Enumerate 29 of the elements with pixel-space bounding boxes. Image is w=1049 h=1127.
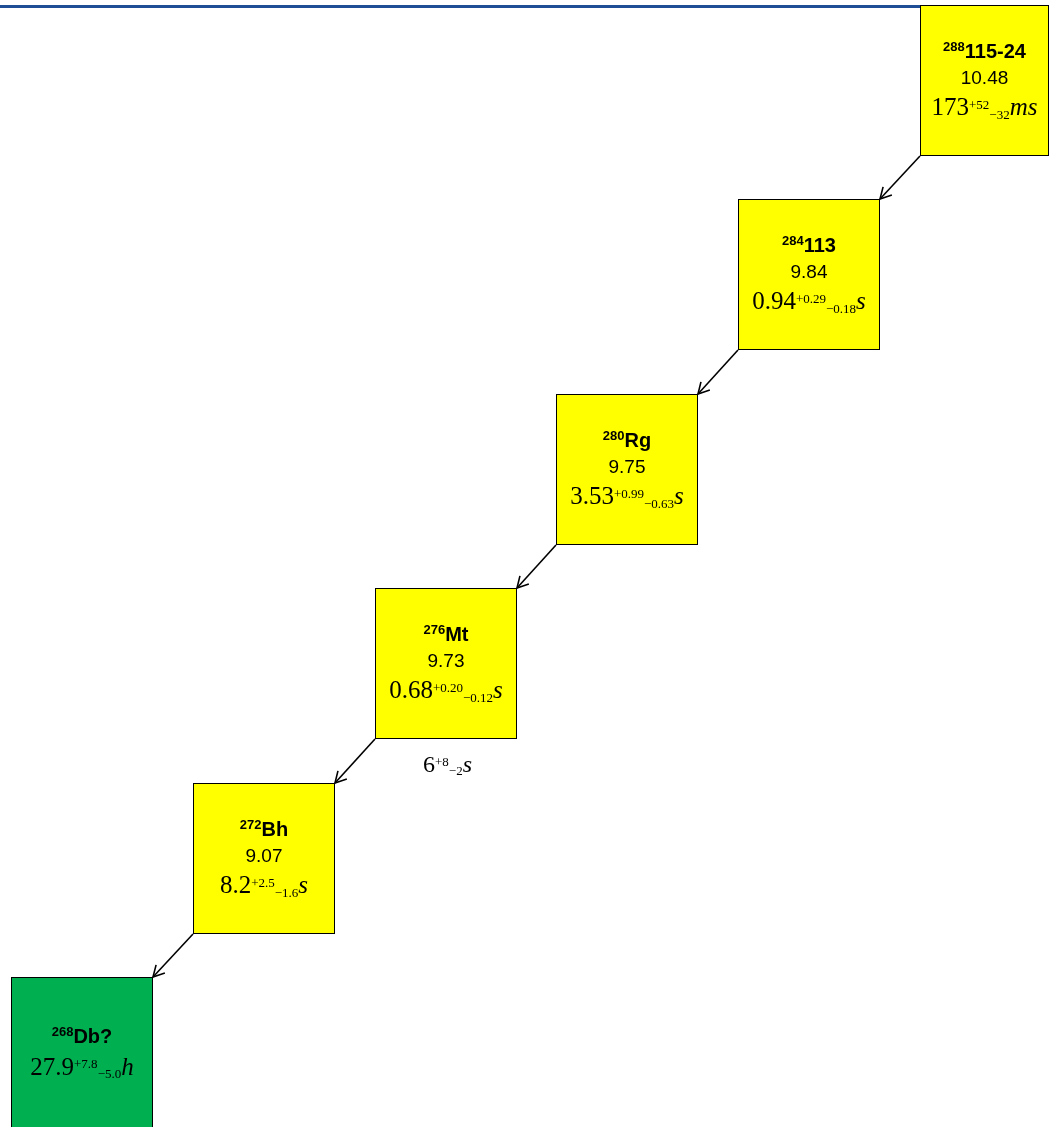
alpha-energy: 10.48 xyxy=(960,65,1009,90)
half-life-note: 6$^{+8}$$_{−2}$s xyxy=(423,750,473,779)
nuclide-box xyxy=(738,199,880,350)
half-life: 3.53$^{+0.99}$$_{−0.63}$s xyxy=(570,481,684,512)
half-life: 173$^{+52}$$_{−32}$ms xyxy=(931,92,1038,123)
alpha-energy: 9.75 xyxy=(608,454,646,479)
nuclide-name: $^{276}$Mt xyxy=(423,621,469,647)
decay-arrow xyxy=(334,738,376,784)
nuclide-box xyxy=(11,977,153,1127)
nuclide-box xyxy=(193,783,335,934)
half-life: 0.68$^{+0.20}$$_{−0.12}$s xyxy=(389,675,503,706)
decay-arrow xyxy=(697,349,739,395)
nuclide-name: $^{272}$Bh xyxy=(239,816,289,842)
alpha-energy: 9.84 xyxy=(790,259,828,284)
nuclide-box xyxy=(920,5,1049,156)
decay-arrow xyxy=(879,155,921,200)
half-life: 0.94$^{+0.29}$$_{−0.18}$s xyxy=(752,286,866,317)
nuclide-box xyxy=(556,394,698,545)
nuclide-box xyxy=(375,588,517,739)
nuclide-name: $^{268}$Db? xyxy=(51,1023,113,1049)
nuclide-name: $^{284}$113 xyxy=(782,232,836,258)
nuclide-name: $^{288}$115-24 xyxy=(943,38,1026,64)
nuclide-name: $^{280}$Rg xyxy=(602,427,652,453)
decay-arrow xyxy=(152,933,194,978)
alpha-energy: 9.73 xyxy=(427,648,465,673)
half-life: 27.9$^{+7.8}$$_{−5.0}$h xyxy=(30,1051,134,1083)
half-life: 8.2$^{+2.5}$$_{−1.6}$s xyxy=(219,870,309,901)
alpha-energy: 9.07 xyxy=(245,843,283,868)
decay-arrow xyxy=(516,544,557,589)
